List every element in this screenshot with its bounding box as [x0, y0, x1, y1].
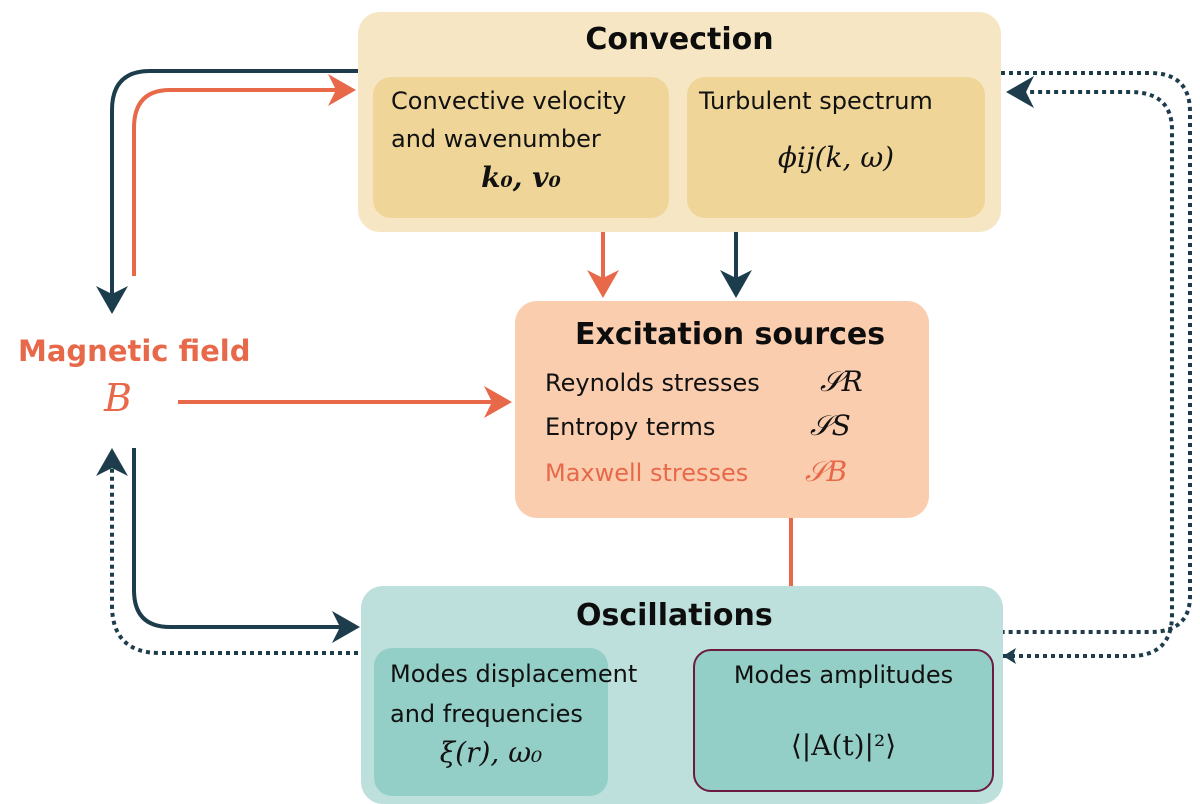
oscillations-title: Oscillations	[576, 598, 773, 633]
modes-math: ξ(r), ω₀	[439, 736, 543, 769]
velocity-label-line2: and wavenumber	[391, 125, 601, 153]
maxwell-symbol: 𝒮B	[805, 455, 848, 488]
arrow-oscillations-to-convection-dotted	[1003, 76, 1174, 658]
amplitudes-math: ⟨|A(t)|²⟩	[790, 729, 897, 762]
velocity-label-line1: Convective velocity	[391, 87, 627, 115]
maxwell-label: Maxwell stresses	[545, 459, 749, 487]
excitation-title: Excitation sources	[575, 317, 886, 352]
velocity-math: k₀, v₀	[481, 161, 561, 194]
magnetic-field-label: Magnetic field	[18, 334, 251, 368]
arrow-magnetic-to-oscillations	[132, 448, 360, 643]
reynolds-symbol: 𝒮R	[820, 365, 863, 398]
modes-label-line2: and frequencies	[390, 700, 583, 728]
modes-label-line1: Modes displacement	[390, 660, 638, 688]
spectrum-math: ϕij(k, ω)	[777, 141, 895, 174]
reynolds-label: Reynolds stresses	[545, 369, 760, 397]
entropy-symbol: 𝒮S	[810, 409, 851, 442]
amplitudes-label: Modes amplitudes	[733, 661, 954, 689]
arrow-oscillations-to-magnetic	[96, 448, 358, 655]
arrowhead-oscillations-right	[1003, 648, 1016, 664]
convection-title: Convection	[585, 22, 774, 57]
arrow-magnetic-to-convection	[132, 74, 356, 276]
arrow-convection-to-magnetic	[96, 69, 358, 314]
spectrum-label: Turbulent spectrum	[699, 87, 933, 115]
magnetic-field-symbol: B	[104, 376, 132, 420]
turbulent-spectrum-box: Turbulent spectrum ϕij(k, ω)	[687, 77, 985, 218]
entropy-label: Entropy terms	[545, 413, 716, 441]
convective-velocity-box: Convective velocity and wavenumber k₀, v…	[373, 77, 669, 218]
modes-displacement-box: Modes displacement and frequencies ξ(r),…	[374, 648, 637, 796]
arrow-into-oscillations-dotted	[1010, 632, 1150, 656]
modes-amplitudes-box: Modes amplitudes ⟨|A(t)|²⟩	[693, 649, 994, 792]
excitation-sources-box: Excitation sources Reynolds stresses 𝒮R …	[515, 301, 929, 518]
arrow-convection-to-oscillations-dotted	[1001, 71, 1192, 634]
